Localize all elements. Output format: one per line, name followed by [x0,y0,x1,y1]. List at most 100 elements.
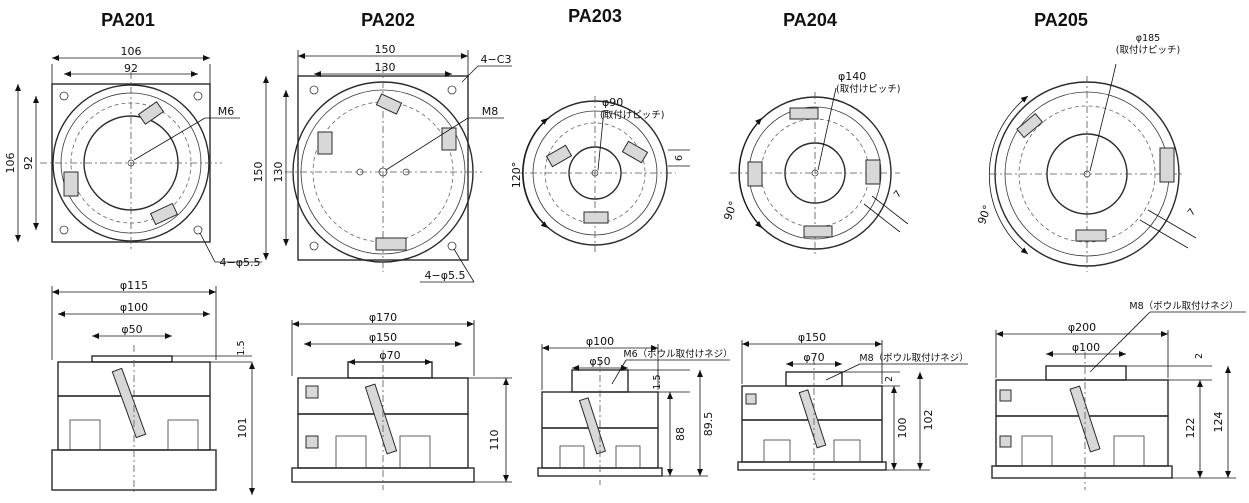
pa202-mount-hole [447,241,457,251]
pa203-title: PA203 [568,6,622,26]
pa201-leaf-spring [137,101,165,125]
pa205-callout-thread: M8（ボウル取付けネジ） [1129,300,1238,312]
pa201-title: PA201 [101,10,155,30]
pa204-dim-pitch-note: (取付けピッチ) [836,84,900,95]
pa201-mount-hole [193,91,203,101]
pa203-leaf-spring [583,211,609,224]
pa201-leaf-spring [111,367,147,439]
pa205-side-view: φ200 φ100 M8（ボウル取付けネジ） 2 122 124 [991,300,1246,490]
pa205-title: PA205 [1034,10,1088,30]
pa204-top-view: 90° φ140 (取付けピッチ) 7 [721,70,909,256]
pa201-mount-hole [59,225,69,235]
pa201-dim-top: φ50 [121,323,142,336]
pa202-leaf-spring [375,93,403,115]
pa203-leaf-spring [621,140,649,164]
pa201-callout-holes: 4−φ5.5 [220,256,261,269]
pa201-dim-height-pitch: 92 [22,156,35,170]
pa205-leaf-spring [1075,229,1107,242]
pa201-top-view: 106 92 106 92 M6 4−φ5.5 [4,45,262,269]
pa202-callout-thread: M8 [482,105,499,118]
pa204-dim-od: φ150 [798,331,826,344]
pa201-dim-od: φ115 [120,279,148,292]
pa202-dim-body: φ150 [369,331,397,344]
pa204-dim-angle: 90° [721,199,740,222]
pa204-leaf-spring [747,161,763,187]
pa205-dim-pitch-dia: φ185 [1136,33,1160,44]
pa205-dim-angle: 90° [975,203,994,226]
pa203-dim-gap: 1.5 [652,374,663,389]
pa203-callout-thread: M6（ボウル取付けネジ） [623,348,732,360]
pa203-side-view: φ100 φ50 M6（ボウル取付けネジ） 1.5 88 89.5 [537,335,733,485]
pa205-dim-top: φ100 [1072,341,1100,354]
pa202-dim-od: φ170 [369,311,397,324]
pa202-leaf-spring [364,383,398,455]
pa201-leaf-spring [149,202,179,226]
pa205-dim-body-height: 122 [1184,418,1197,439]
pa202-mount-hole [447,85,457,95]
pa205-dim-pitch-note: (取付けピッチ) [1116,45,1180,56]
pa204-side-view: φ150 φ70 M8（ボウル取付けネジ） 2 100 102 [737,331,969,480]
pa203-dim-height: 89.5 [702,412,715,437]
pa202-top-view: 150 130 150 130 4−C3 M8 4−φ5.5 [252,43,512,283]
pa203-dim-pitch-note: (取付けピッチ) [600,110,664,121]
pa202-dim-pitch: 130 [375,61,396,74]
pa203-dim-pitch-dia: φ90 [602,96,623,109]
pa202-title: PA202 [361,10,415,30]
pa202-dim-height-pitch: 130 [272,162,285,183]
pa202-drawing: PA202 150 130 15 [252,10,512,490]
pa202-mount-hole [309,241,319,251]
pa204-leaf-spring [865,159,881,185]
pa202-dim-top: φ70 [379,349,400,362]
pa204-leaf-spring [789,107,819,120]
pa204-leaf-spring [803,225,833,238]
pa201-dim-gap: 1.5 [236,340,247,355]
pa201-leaf-spring [63,171,79,197]
pa205-leaf-spring [1016,112,1044,139]
pa202-mount-hole [309,85,319,95]
pa205-drawing: PA205 90° φ185 (取付けピッチ) 7 [975,10,1246,490]
pa203-dim-angle: 120° [510,162,523,189]
pa205-top-view: 90° φ185 (取付けピッチ) 7 [975,33,1198,272]
pa201-dim-width: 106 [121,45,142,58]
pa205-dim-od: φ200 [1068,321,1096,334]
pa202-leaf-spring [317,131,333,155]
pa205-dim-gap: 2 [1194,353,1205,359]
pa203-dim-body-height: 88 [674,427,687,441]
pa204-drawing: PA204 90° φ140 (取付けピッチ) 7 [721,10,969,480]
pa204-dim-slot: 7 [892,189,904,201]
pa202-dim-height: 150 [252,162,265,183]
pa204-title: PA204 [783,10,837,30]
pa201-dim-height: 101 [236,418,249,439]
pa202-callout-chamfer: 4−C3 [481,53,512,66]
pa201-side-view: φ115 φ100 φ50 1.5 101 [51,279,255,495]
pa201-drawing: PA201 106 92 106 [4,10,262,495]
pa205-leaf-spring [1159,147,1175,183]
pa202-callout-holes: 4−φ5.5 [425,269,466,282]
pa203-dim-slot: 6 [674,155,685,161]
pa205-dim-height: 124 [1212,412,1225,433]
pa202-dim-height: 110 [488,430,501,451]
pa204-dim-body-height: 100 [896,418,909,439]
pa204-dim-gap: 2 [884,376,895,382]
pa204-callout-thread: M8（ボウル取付けネジ） [859,352,968,364]
pa205-dim-slot: 7 [1186,207,1198,219]
pa201-dim-height: 106 [4,153,17,174]
pa204-dim-height: 102 [922,410,935,431]
pa203-drawing: PA203 120° φ90 (取付けピッチ) 6 [510,6,733,485]
pa203-leaf-spring [578,397,607,455]
pa203-leaf-spring [545,144,573,168]
pa204-dim-pitch-dia: φ140 [838,70,866,83]
pa203-top-view: 120° φ90 (取付けピッチ) 6 [510,96,690,252]
pa201-dim-pitch: 92 [124,62,138,75]
pa204-dim-top: φ70 [803,351,824,364]
pa201-mount-hole [193,225,203,235]
pa202-side-view: φ170 φ150 φ70 110 [291,311,512,490]
pa201-dim-body: φ100 [120,301,148,314]
pa202-leaf-spring [375,237,407,251]
pa203-dim-od: φ100 [586,335,614,348]
pa201-mount-hole [59,91,69,101]
pa202-dim-width: 150 [375,43,396,56]
pa204-leaf-spring [798,389,827,449]
pa201-callout-thread: M6 [218,105,235,118]
pa203-dim-top: φ50 [589,355,610,368]
